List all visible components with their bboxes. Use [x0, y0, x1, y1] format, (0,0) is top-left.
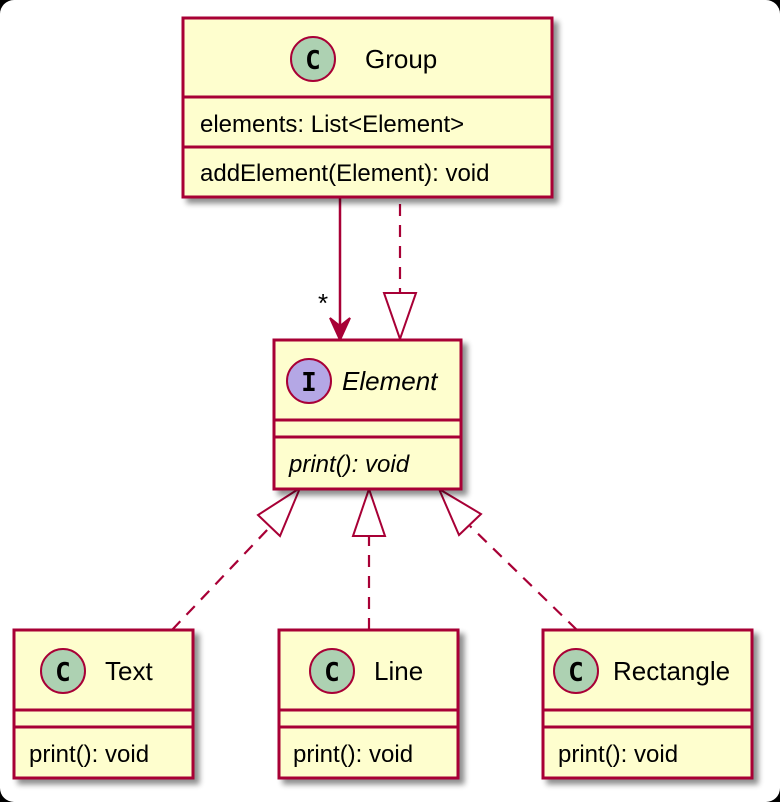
class-badge-letter: C — [55, 658, 71, 688]
class-name: Group — [365, 44, 437, 74]
class-text[interactable]: C Text print(): void — [12, 628, 195, 780]
realization-arrowhead — [351, 485, 387, 537]
class-badge-icon — [309, 648, 355, 694]
interface-name: Element — [342, 366, 439, 396]
class-name: Text — [105, 656, 153, 686]
realization-rectangle-element — [436, 486, 578, 631]
interface-element[interactable]: I Element print(): void — [272, 338, 463, 491]
class-attribute: elements: List<Element> — [200, 111, 464, 138]
class-name: Rectangle — [613, 656, 730, 686]
class-badge-letter: C — [324, 658, 340, 688]
class-group[interactable]: C Group elements: List<Element> addEleme… — [181, 16, 554, 199]
realization-arrowhead — [382, 292, 418, 343]
class-badge-letter: C — [568, 658, 584, 688]
interface-badge-icon — [286, 358, 332, 404]
realization-arrowhead — [256, 485, 303, 538]
class-badge-icon — [40, 648, 86, 694]
realization-arrowhead — [436, 486, 483, 537]
class-method: print(): void — [293, 741, 413, 768]
association-arrowhead — [329, 317, 351, 343]
association-group-element: * — [318, 196, 351, 343]
multiplicity-label: * — [318, 288, 328, 318]
class-rectangle[interactable]: C Rectangle print(): void — [541, 628, 754, 780]
realization-text-element — [171, 485, 303, 631]
realization-line-element — [351, 485, 387, 630]
class-method: print(): void — [29, 741, 149, 768]
interface-method: print(): void — [288, 451, 410, 478]
class-line[interactable]: C Line print(): void — [277, 628, 460, 780]
class-badge-letter: C — [305, 46, 321, 76]
class-name: Line — [374, 656, 423, 686]
class-method: addElement(Element): void — [200, 160, 489, 187]
realization-group-element — [382, 204, 418, 343]
class-badge-icon — [553, 648, 599, 694]
class-method: print(): void — [558, 741, 678, 768]
class-badge-icon — [290, 36, 336, 82]
interface-badge-letter: I — [301, 368, 317, 398]
